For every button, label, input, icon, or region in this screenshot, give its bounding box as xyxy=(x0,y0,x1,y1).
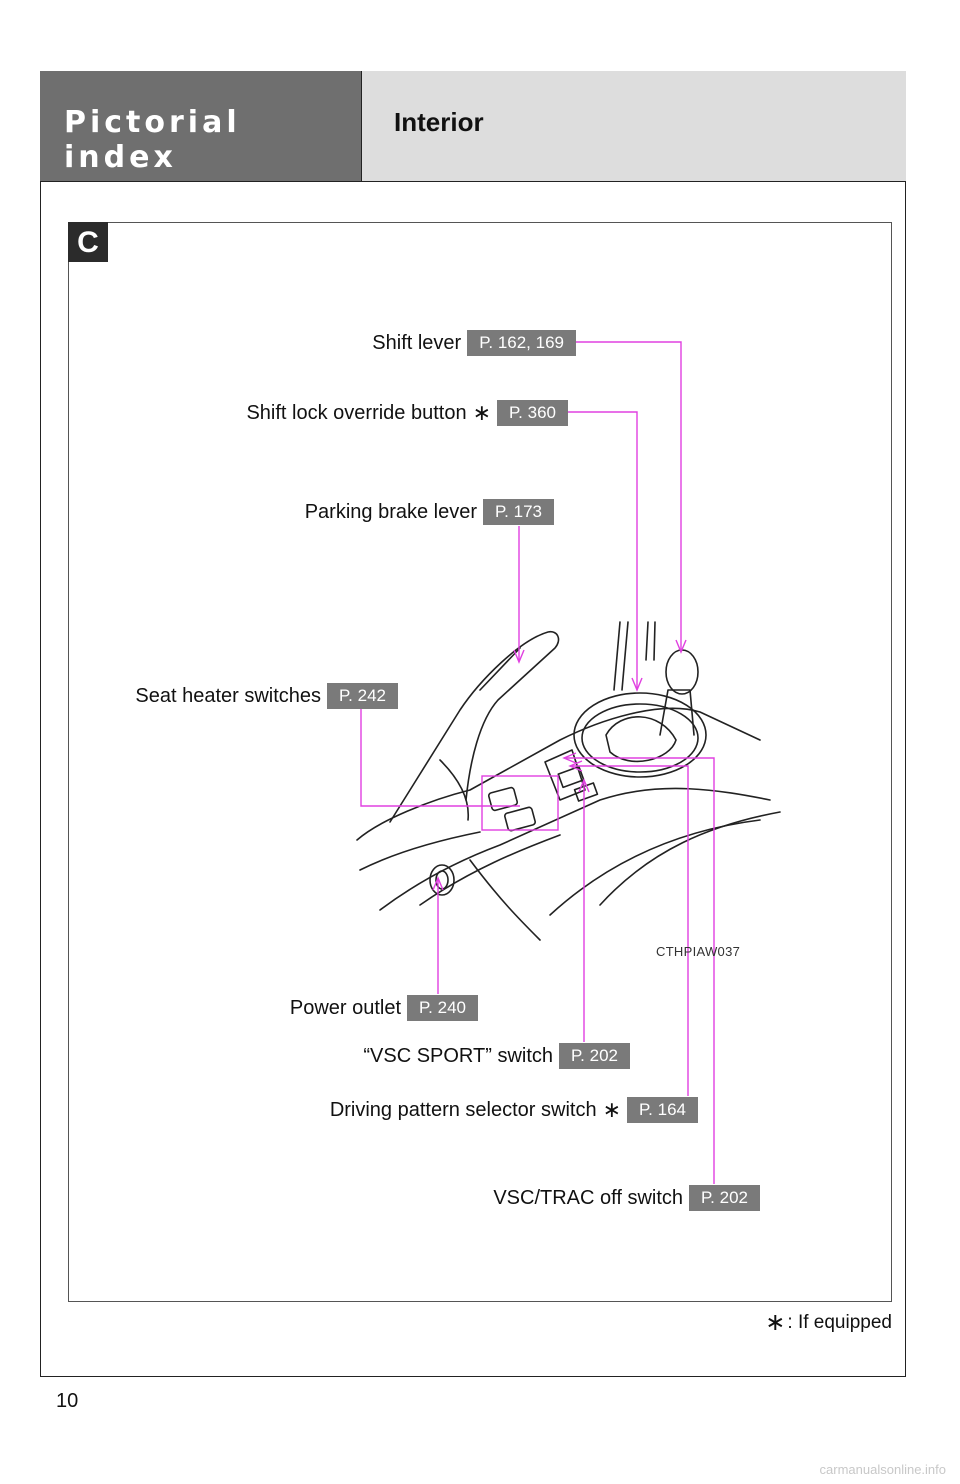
footnote-text: : If equipped xyxy=(787,1311,892,1333)
callout-power-outlet: Power outlet P. 240 xyxy=(290,995,478,1021)
callout-driving-pattern: Driving pattern selector switch ∗ P. 164 xyxy=(330,1097,698,1123)
page-ref-link[interactable]: P. 173 xyxy=(483,499,554,525)
asterisk-icon: ∗ xyxy=(472,400,492,425)
callout-vsc-trac: VSC/TRAC off switch P. 202 xyxy=(493,1185,760,1211)
callout-label: “VSC SPORT” switch xyxy=(363,1044,554,1067)
footnote: ∗ : If equipped xyxy=(765,1308,892,1337)
asterisk-icon: ∗ xyxy=(602,1097,622,1122)
section-title: Pictorial index xyxy=(64,105,241,175)
callout-label: Seat heater switches xyxy=(135,684,322,707)
callout-parking-brake: Parking brake lever P. 173 xyxy=(305,499,554,525)
page-ref-link[interactable]: P. 202 xyxy=(689,1185,760,1211)
section-header: Pictorial index xyxy=(40,71,362,182)
page-ref-link[interactable]: P. 164 xyxy=(627,1097,698,1123)
callout-shift-lever: Shift lever P. 162, 169 xyxy=(372,330,576,356)
callout-label: Shift lever xyxy=(372,331,462,354)
watermark: carmanualsonline.info xyxy=(819,1462,946,1477)
callout-vsc-sport: “VSC SPORT” switch P. 202 xyxy=(363,1043,630,1069)
callout-shift-lock: Shift lock override button ∗ P. 360 xyxy=(246,400,568,426)
page-ref-link[interactable]: P. 240 xyxy=(407,995,478,1021)
illustration-panel xyxy=(68,222,892,1302)
page-ref-link[interactable]: P. 360 xyxy=(497,400,568,426)
callout-label: VSC/TRAC off switch xyxy=(493,1186,684,1209)
topic-header: Interior xyxy=(362,71,906,182)
panel-tag: C xyxy=(68,222,108,262)
callout-label: Driving pattern selector switch xyxy=(329,1098,597,1121)
page-ref-link[interactable]: P. 202 xyxy=(559,1043,630,1069)
page-ref-link[interactable]: P. 162, 169 xyxy=(467,330,576,356)
callout-label: Power outlet xyxy=(289,996,402,1019)
page-ref-link[interactable]: P. 242 xyxy=(327,683,398,709)
callout-label: Parking brake lever xyxy=(304,500,478,523)
page-topic: Interior xyxy=(394,107,484,137)
illustration-code: CTHPIAW037 xyxy=(656,944,741,959)
callout-label: Shift lock override button xyxy=(246,401,467,424)
callout-seat-heater: Seat heater switches P. 242 xyxy=(135,683,398,709)
asterisk-icon: ∗ xyxy=(765,1309,786,1336)
page-number: 10 xyxy=(56,1390,79,1412)
